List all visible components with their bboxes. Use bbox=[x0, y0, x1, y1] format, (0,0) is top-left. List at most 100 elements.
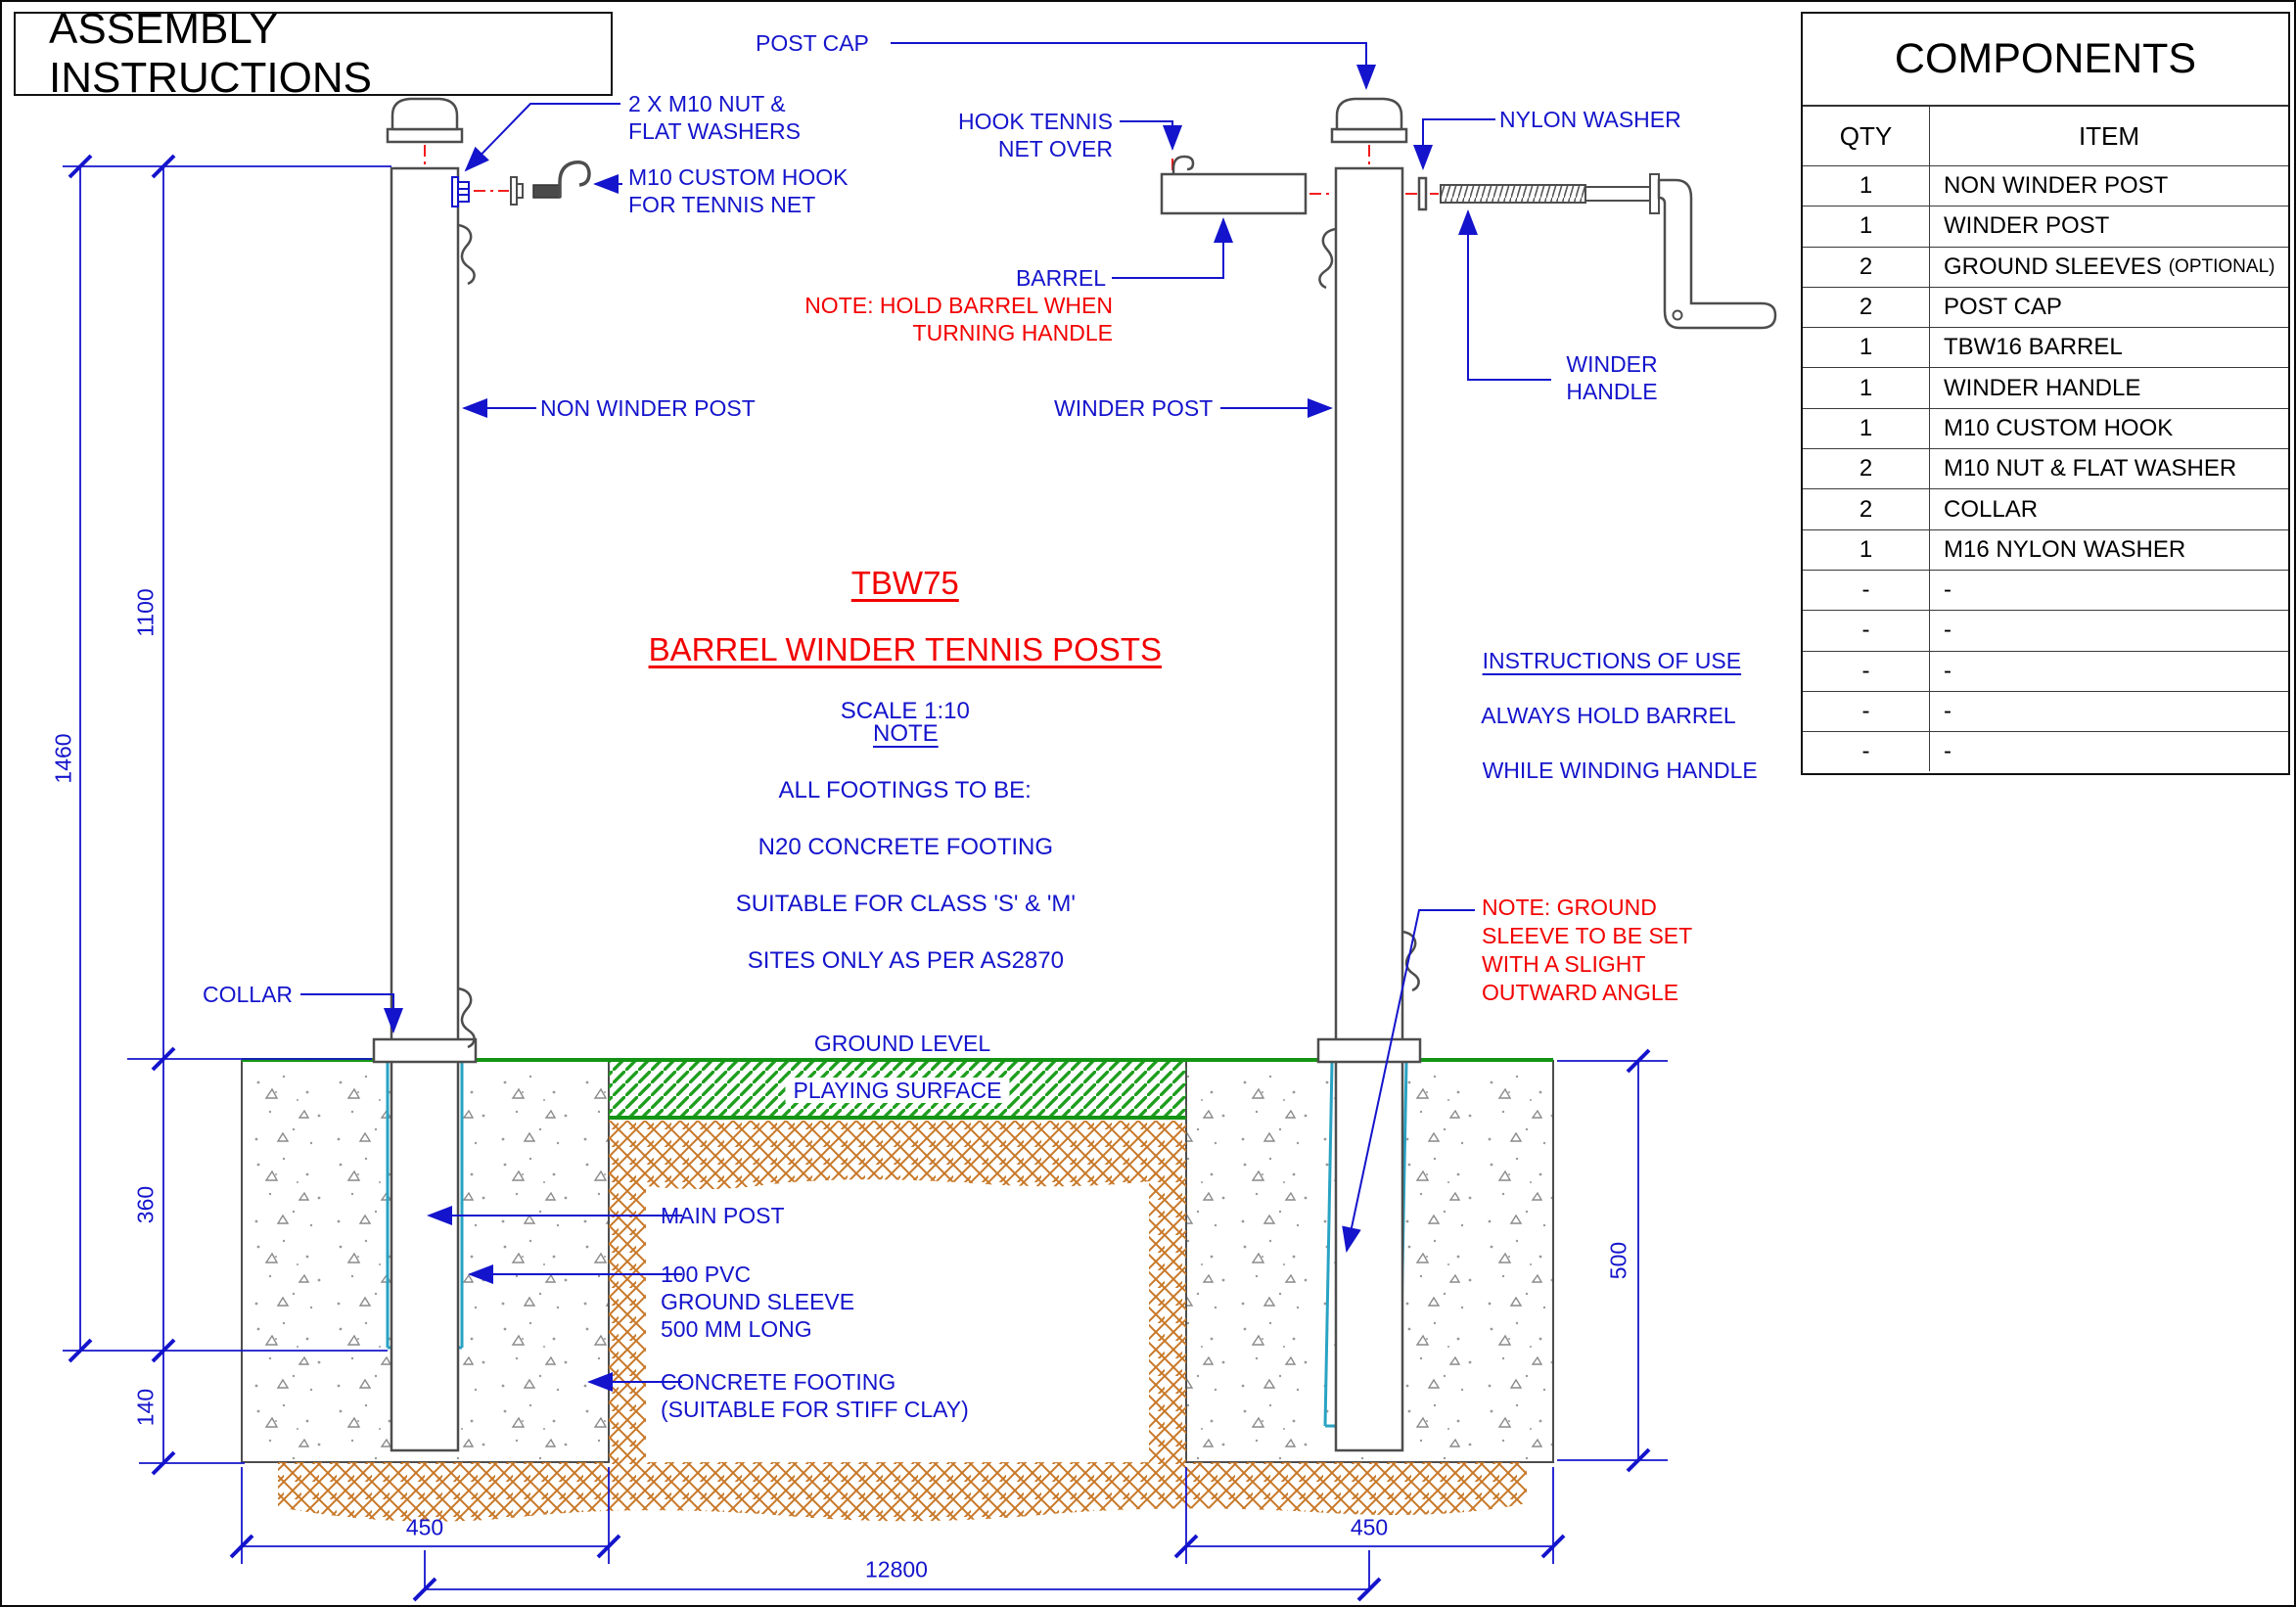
sheet-title-text: ASSEMBLY INSTRUCTIONS bbox=[49, 5, 372, 102]
note-title: NOTE bbox=[873, 720, 939, 747]
item-cell: M10 CUSTOM HOOK bbox=[1944, 414, 2174, 441]
left-hardware bbox=[451, 160, 591, 1049]
label-ground-level: GROUND LEVEL bbox=[813, 1031, 991, 1056]
qty-cell: - bbox=[1803, 691, 1930, 732]
item-cell: COLLAR bbox=[1944, 495, 2039, 523]
centerlines bbox=[424, 145, 1439, 195]
table-row: -- bbox=[1803, 690, 2288, 732]
table-row: -- bbox=[1803, 610, 2288, 651]
item-cell: - bbox=[1944, 738, 1952, 765]
footing-note-block: NOTE ALL FOOTINGS TO BE: N20 CONCRETE FO… bbox=[735, 720, 1076, 974]
qty-cell: 2 bbox=[1803, 247, 1930, 287]
qty-cell: - bbox=[1803, 732, 1930, 772]
item-cell: WINDER POST bbox=[1944, 212, 2110, 240]
components-header: QTY ITEM bbox=[1803, 105, 2288, 165]
label-post-cap: POST CAP bbox=[756, 30, 869, 56]
post-caps bbox=[386, 97, 1408, 144]
item-cell: NON WINDER POST bbox=[1944, 172, 2169, 200]
left-collar bbox=[372, 1037, 478, 1064]
qty-cell: 1 bbox=[1803, 368, 1930, 408]
barrel-shape bbox=[1160, 172, 1308, 215]
qty-cell: - bbox=[1803, 651, 1930, 691]
label-playing-surface: PLAYING SURFACE bbox=[785, 1077, 1010, 1104]
label-main-post: MAIN POST bbox=[661, 1203, 785, 1228]
table-row: -- bbox=[1803, 731, 2288, 772]
table-row: 1 M10 CUSTOM HOOK bbox=[1803, 407, 2288, 449]
table-row: 2 M10 NUT & FLAT WASHER bbox=[1803, 448, 2288, 489]
instructions-block: INSTRUCTIONS OF USE ALWAYS HOLD BARREL W… bbox=[1481, 648, 1758, 783]
posts bbox=[390, 166, 1404, 1452]
right-hardware bbox=[1160, 155, 1777, 992]
item-cell: WINDER HANDLE bbox=[1944, 374, 2141, 401]
instructions-title: INSTRUCTIONS OF USE bbox=[1482, 648, 1742, 673]
net-cleat bbox=[1401, 930, 1420, 992]
dim-sleeve-depth: 360 bbox=[132, 1185, 159, 1224]
label-nut-washers: 2 X M10 NUT &FLAT WASHERS bbox=[628, 91, 801, 144]
label-nylon-washer: NYLON WASHER bbox=[1499, 107, 1681, 132]
table-row: 1 WINDER POST bbox=[1803, 206, 2288, 247]
item-cell: POST CAP bbox=[1944, 294, 2062, 321]
net-cleat bbox=[1318, 227, 1337, 290]
net-cleat bbox=[457, 223, 476, 286]
right-collar bbox=[1316, 1037, 1422, 1064]
label-concrete-footing: CONCRETE FOOTING(SUITABLE FOR STIFF CLAY… bbox=[661, 1369, 969, 1422]
dimension-lines bbox=[63, 165, 1668, 1590]
item-header: ITEM bbox=[2078, 120, 2140, 151]
label-barrel: BARREL bbox=[1015, 265, 1106, 291]
table-row: 2 POST CAP bbox=[1803, 286, 2288, 328]
m10-nut-washers-shape bbox=[451, 176, 470, 207]
qty-cell: 2 bbox=[1803, 287, 1930, 328]
product-title-block: TBW75 BARREL WINDER TENNIS POSTS SCALE 1… bbox=[550, 536, 1235, 753]
item-cell: - bbox=[1944, 576, 1952, 604]
dim-footing-width-left: 450 bbox=[405, 1514, 444, 1540]
dim-post-spacing: 12800 bbox=[865, 1556, 928, 1583]
product-name: BARREL WINDER TENNIS POSTS bbox=[648, 631, 1162, 667]
components-title: COMPONENTS bbox=[1894, 35, 2197, 82]
table-row: -- bbox=[1803, 650, 2288, 691]
barrel-hook-shape bbox=[1171, 155, 1195, 174]
dim-footing-depth: 500 bbox=[1605, 1241, 1631, 1280]
collars bbox=[372, 1037, 1422, 1064]
qty-cell: 1 bbox=[1803, 207, 1930, 247]
qty-cell: - bbox=[1803, 570, 1930, 611]
net-cleat bbox=[457, 987, 476, 1049]
item-cell: GROUND SLEEVES(OPTIONAL) bbox=[1944, 253, 2275, 280]
qty-cell: 1 bbox=[1803, 166, 1930, 207]
dimension-ticks bbox=[68, 154, 1651, 1602]
m10-hook-shape bbox=[532, 160, 591, 199]
label-winder-post: WINDER POST bbox=[1054, 395, 1214, 421]
nylon-washer-shape bbox=[1417, 176, 1428, 211]
dim-below-sleeve: 140 bbox=[132, 1388, 159, 1427]
winder-handle-shape bbox=[1440, 173, 1777, 330]
table-row: 2 COLLAR bbox=[1803, 488, 2288, 529]
leader-lines bbox=[300, 42, 1551, 1392]
qty-header: QTY bbox=[1803, 107, 1930, 165]
sheet-title: ASSEMBLY INSTRUCTIONS bbox=[14, 5, 613, 102]
item-cell: - bbox=[1944, 698, 1952, 724]
item-cell: TBW16 BARREL bbox=[1944, 334, 2123, 361]
table-row: 1 WINDER HANDLE bbox=[1803, 367, 2288, 408]
qty-cell: 1 bbox=[1803, 408, 1930, 449]
table-row: 2 GROUND SLEEVES(OPTIONAL) bbox=[1803, 246, 2288, 287]
item-cell: M10 NUT & FLAT WASHER bbox=[1944, 455, 2237, 482]
qty-cell: - bbox=[1803, 611, 1930, 651]
label-non-winder-post: NON WINDER POST bbox=[540, 395, 756, 421]
product-code: TBW75 bbox=[850, 565, 959, 601]
label-collar: COLLAR bbox=[203, 982, 294, 1007]
qty-cell: 2 bbox=[1803, 449, 1930, 489]
table-row: 1 NON WINDER POST bbox=[1803, 165, 2288, 207]
item-cell: - bbox=[1944, 617, 1952, 644]
qty-cell: 2 bbox=[1803, 489, 1930, 529]
